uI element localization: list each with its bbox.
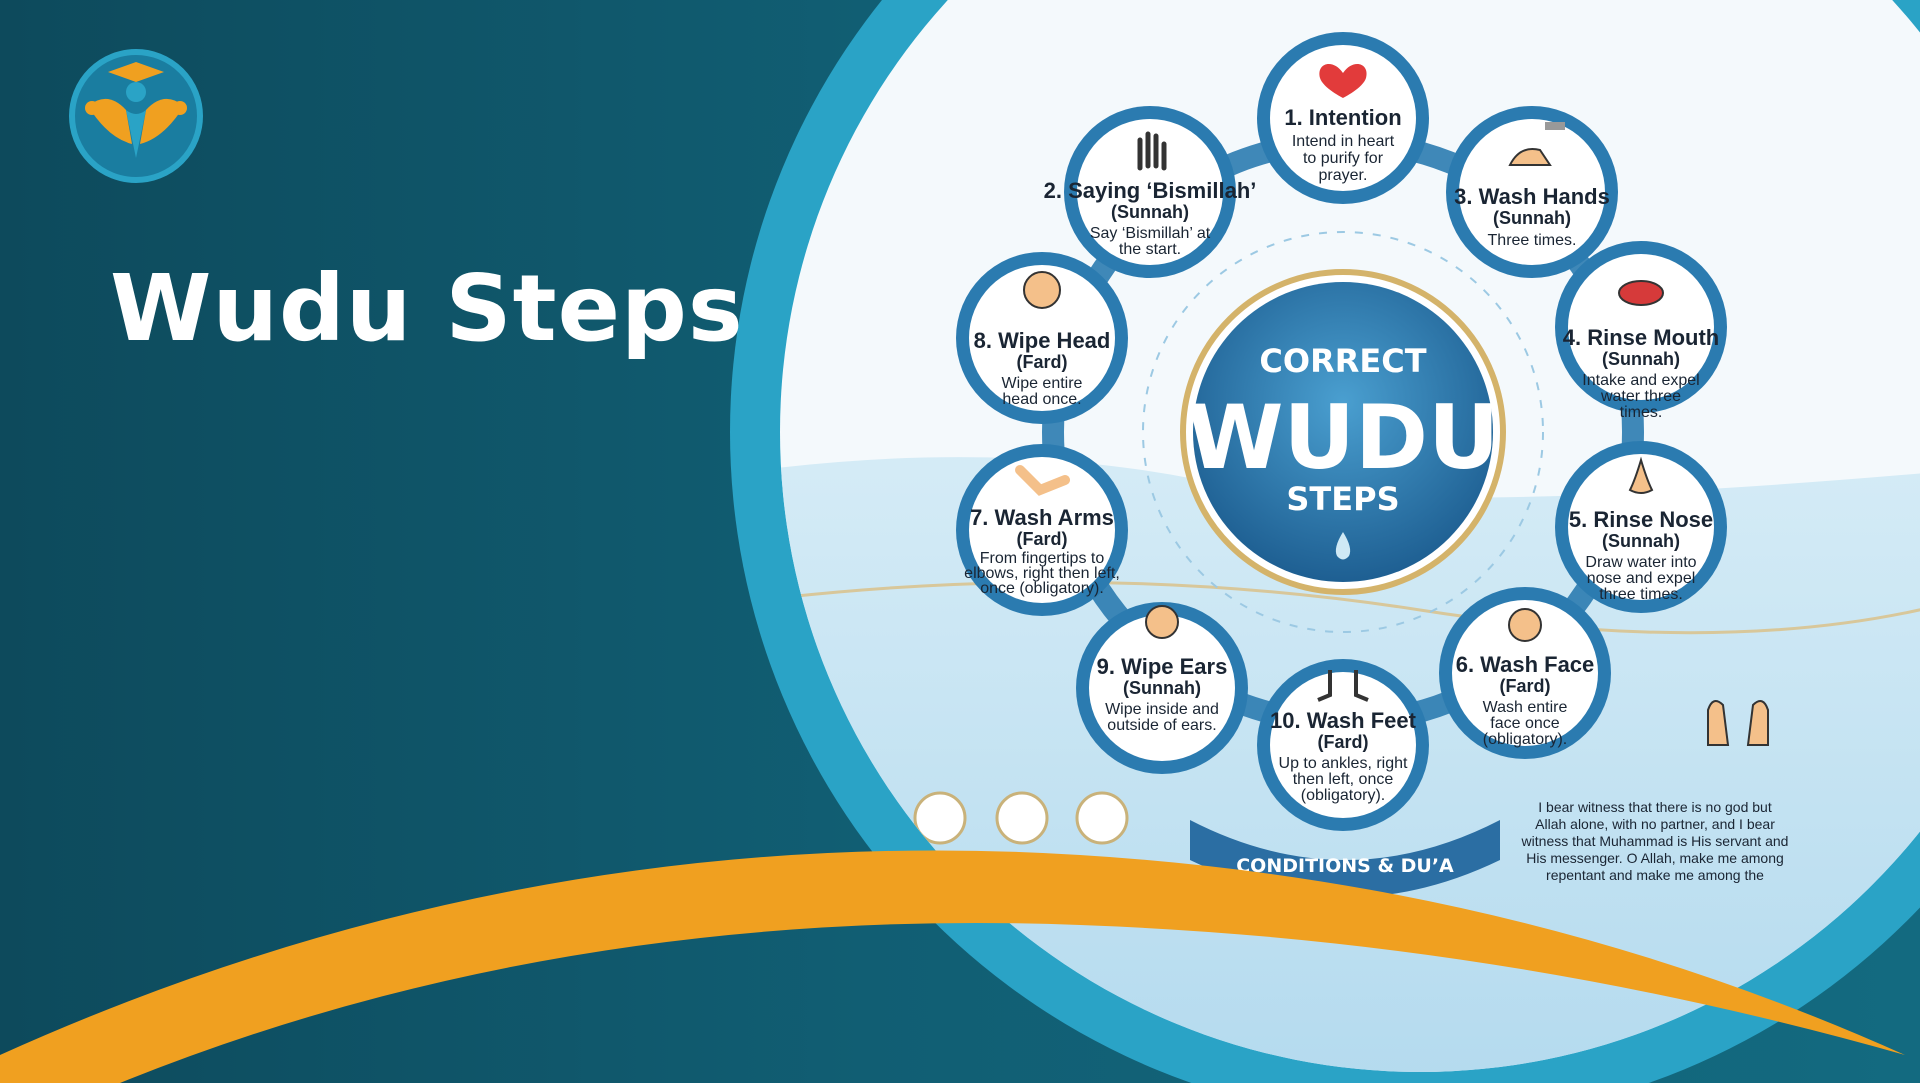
svg-text:Allah alone, with no partner,: Allah alone, with no partner, and I bear bbox=[1535, 816, 1775, 832]
bottom-icon-1 bbox=[913, 791, 967, 845]
svg-text:once (obligatory).: once (obligatory). bbox=[980, 580, 1104, 597]
svg-text:I bear witness that there is n: I bear witness that there is no god but bbox=[1538, 799, 1772, 815]
face-icon bbox=[1508, 608, 1542, 642]
center-main-text: WUDU bbox=[1186, 386, 1499, 489]
svg-text:7. Wash Arms: 7. Wash Arms bbox=[970, 505, 1114, 530]
svg-text:times.: times. bbox=[1620, 404, 1663, 421]
svg-text:three times.: three times. bbox=[1599, 586, 1683, 603]
svg-text:From fingertips to: From fingertips to bbox=[980, 550, 1105, 567]
nose-icon bbox=[1628, 456, 1654, 494]
arm-icon bbox=[1015, 465, 1070, 496]
slide-title: Wudu Steps bbox=[110, 255, 744, 362]
svg-text:His messenger. O Allah, make m: His messenger. O Allah, make me among bbox=[1526, 850, 1784, 866]
svg-text:Wipe entire: Wipe entire bbox=[1002, 375, 1083, 392]
svg-text:(Fard): (Fard) bbox=[1017, 352, 1068, 372]
center-emblem: CORRECT WUDU STEPS bbox=[1180, 269, 1506, 595]
svg-text:2. Saying ‘Bismillah’: 2. Saying ‘Bismillah’ bbox=[1044, 178, 1257, 203]
svg-text:Say ‘Bismillah’ at: Say ‘Bismillah’ at bbox=[1090, 225, 1211, 242]
svg-text:(obligatory).: (obligatory). bbox=[1483, 731, 1567, 748]
svg-text:(Fard): (Fard) bbox=[1500, 676, 1551, 696]
step-7: 7. Wash Arms (Fard) From fingertips to e… bbox=[956, 444, 1128, 616]
step-10: 10. Wash Feet (Fard) Up to ankles, right… bbox=[1257, 659, 1429, 831]
praying-hands-icon bbox=[1707, 700, 1769, 746]
feet-icon bbox=[1317, 670, 1369, 702]
svg-text:Three times.: Three times. bbox=[1488, 232, 1577, 249]
head-wipe-icon bbox=[1023, 271, 1061, 309]
svg-text:6. Wash Face: 6. Wash Face bbox=[1456, 652, 1595, 677]
washing-hands-icon bbox=[1508, 122, 1565, 166]
svg-text:to purify for: to purify for bbox=[1303, 150, 1384, 167]
svg-text:Wash entire: Wash entire bbox=[1483, 699, 1568, 716]
svg-text:4. Rinse Mouth: 4. Rinse Mouth bbox=[1563, 325, 1719, 350]
svg-text:(Sunnah): (Sunnah) bbox=[1111, 202, 1189, 222]
svg-text:1. Intention: 1. Intention bbox=[1284, 105, 1401, 130]
svg-text:the start.: the start. bbox=[1119, 241, 1181, 258]
step-3: 3. Wash Hands (Sunnah) Three times. bbox=[1446, 106, 1618, 278]
svg-text:10. Wash Feet: 10. Wash Feet bbox=[1270, 708, 1417, 733]
step-8: 8. Wipe Head (Fard) Wipe entire head onc… bbox=[956, 252, 1128, 424]
step-6: 6. Wash Face (Fard) Wash entire face onc… bbox=[1439, 587, 1611, 759]
step-2: 2. Saying ‘Bismillah’ (Sunnah) Say ‘Bism… bbox=[1044, 106, 1257, 278]
svg-text:repentant and make me among th: repentant and make me among the bbox=[1546, 867, 1764, 883]
svg-text:elbows, right then left,: elbows, right then left, bbox=[964, 565, 1120, 582]
ears-icon bbox=[1145, 605, 1179, 639]
svg-text:5. Rinse Nose: 5. Rinse Nose bbox=[1569, 507, 1713, 532]
svg-text:Up to ankles, right: Up to ankles, right bbox=[1279, 755, 1409, 772]
step-9: 9. Wipe Ears (Sunnah) Wipe inside and ou… bbox=[1076, 602, 1248, 774]
svg-text:outside of ears.: outside of ears. bbox=[1107, 717, 1216, 734]
svg-text:(Fard): (Fard) bbox=[1318, 732, 1369, 752]
svg-text:Intend in heart: Intend in heart bbox=[1292, 133, 1395, 150]
svg-text:face once: face once bbox=[1490, 715, 1559, 732]
svg-text:(obligatory).: (obligatory). bbox=[1301, 787, 1385, 804]
center-bottom-text: STEPS bbox=[1286, 480, 1399, 518]
svg-text:Wipe inside and: Wipe inside and bbox=[1105, 701, 1219, 718]
svg-text:nose and expel: nose and expel bbox=[1587, 570, 1696, 587]
svg-text:head once.: head once. bbox=[1002, 391, 1081, 408]
svg-text:then left, once: then left, once bbox=[1293, 771, 1394, 788]
bottom-icon-2 bbox=[995, 791, 1049, 845]
svg-text:(Sunnah): (Sunnah) bbox=[1493, 208, 1571, 228]
raised-hand-icon bbox=[1137, 131, 1167, 171]
mouth-icon bbox=[1618, 280, 1664, 306]
svg-text:8. Wipe Head: 8. Wipe Head bbox=[974, 328, 1111, 353]
svg-text:(Sunnah): (Sunnah) bbox=[1123, 678, 1201, 698]
svg-text:witness that Muhammad is His s: witness that Muhammad is His servant and bbox=[1521, 833, 1789, 849]
svg-text:Draw water into: Draw water into bbox=[1585, 554, 1696, 571]
center-top-text: CORRECT bbox=[1259, 342, 1426, 380]
svg-text:(Sunnah): (Sunnah) bbox=[1602, 349, 1680, 369]
svg-text:(Fard): (Fard) bbox=[1017, 529, 1068, 549]
step-4: 4. Rinse Mouth (Sunnah) Intake and expel… bbox=[1555, 241, 1727, 421]
water-drop-icon bbox=[1335, 532, 1351, 560]
dua-text: I bear witness that there is no god but … bbox=[1521, 799, 1789, 883]
heart-icon bbox=[1319, 63, 1367, 98]
logo-icon bbox=[69, 49, 203, 183]
svg-text:3. Wash Hands: 3. Wash Hands bbox=[1454, 184, 1610, 209]
svg-text:(Sunnah): (Sunnah) bbox=[1602, 531, 1680, 551]
svg-text:9. Wipe Ears: 9. Wipe Ears bbox=[1097, 654, 1228, 679]
svg-text:Intake and expel: Intake and expel bbox=[1582, 372, 1699, 389]
conditions-banner-text: CONDITIONS & DU’A bbox=[1236, 855, 1454, 877]
step-1: 1. Intention Intend in heart to purify f… bbox=[1257, 32, 1429, 204]
step-5: 5. Rinse Nose (Sunnah) Draw water into n… bbox=[1555, 441, 1727, 613]
svg-text:water three: water three bbox=[1600, 388, 1681, 405]
svg-text:prayer.: prayer. bbox=[1319, 167, 1368, 184]
bottom-icon-3 bbox=[1075, 791, 1129, 845]
